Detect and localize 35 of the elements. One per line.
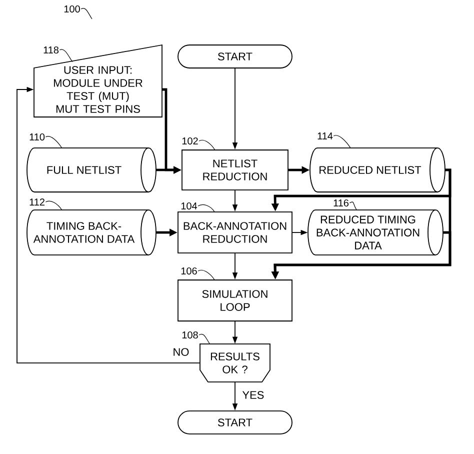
reference-numeral: 114 bbox=[318, 132, 333, 140]
leader-line bbox=[45, 136, 62, 148]
reference-numeral: 110 bbox=[30, 133, 45, 141]
storage-cylinder: REDUCED NETLIST bbox=[310, 148, 446, 192]
storage-cylinder: TIMING BACK-ANNOTATION DATA bbox=[26, 210, 156, 256]
leader-line bbox=[198, 204, 215, 212]
reference-numeral: 104 bbox=[181, 202, 198, 210]
edge-label: NO bbox=[172, 347, 190, 357]
arrow bbox=[16, 86, 200, 364]
leader-line bbox=[59, 49, 73, 62]
reference-numeral: 116 bbox=[334, 199, 349, 207]
process-box: NETLIST REDUCTION bbox=[182, 150, 288, 190]
node-label: REDUCED NETLIST bbox=[320, 166, 422, 174]
leader-line bbox=[198, 334, 210, 344]
leader-line bbox=[198, 270, 215, 280]
reference-numeral: 118 bbox=[44, 46, 59, 54]
reference-numeral: 102 bbox=[182, 137, 198, 145]
decision-box: RESULTS OK ? bbox=[200, 344, 270, 382]
node-label: FULL NETLIST bbox=[47, 166, 122, 174]
reference-numeral: 112 bbox=[30, 198, 44, 206]
reference-numeral: 108 bbox=[182, 331, 198, 339]
storage-cylinder: REDUCED TIMING BACK-ANNOTATION DATA bbox=[308, 210, 444, 256]
process-box: SIMULATION LOOP bbox=[178, 280, 292, 322]
reference-numeral: 106 bbox=[181, 267, 197, 275]
leader-line bbox=[45, 200, 62, 210]
node-label: TIMING BACK-ANNOTATION DATA bbox=[33, 222, 135, 243]
leader-line bbox=[80, 8, 92, 20]
leader-line bbox=[198, 140, 215, 150]
leader-line bbox=[333, 135, 351, 148]
reference-numeral: 100 bbox=[64, 5, 80, 13]
edge-label: YES bbox=[241, 390, 266, 400]
process-box: BACK-ANNOTATION REDUCTION bbox=[178, 212, 292, 254]
leader-line bbox=[349, 202, 357, 210]
storage-cylinder: FULL NETLIST bbox=[26, 148, 156, 192]
node-label: REDUCED TIMING BACK-ANNOTATION DATA bbox=[316, 216, 420, 250]
